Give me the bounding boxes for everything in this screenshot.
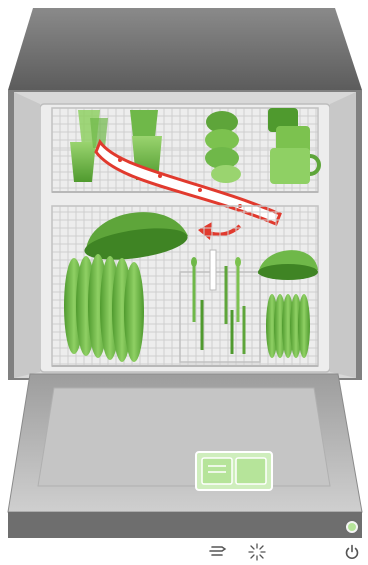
sparkle-icon xyxy=(248,543,266,561)
rinse-cycle-icon xyxy=(208,544,228,560)
power-button[interactable] xyxy=(341,543,363,561)
sanitize-button[interactable] xyxy=(246,543,268,561)
power-icon xyxy=(344,544,360,560)
plates-right xyxy=(266,294,310,358)
plates-left xyxy=(64,254,144,362)
detergent-dispenser[interactable] xyxy=(196,452,272,490)
rinse-button[interactable] xyxy=(207,543,229,561)
door[interactable] xyxy=(8,374,362,538)
power-indicator-light xyxy=(346,521,358,533)
